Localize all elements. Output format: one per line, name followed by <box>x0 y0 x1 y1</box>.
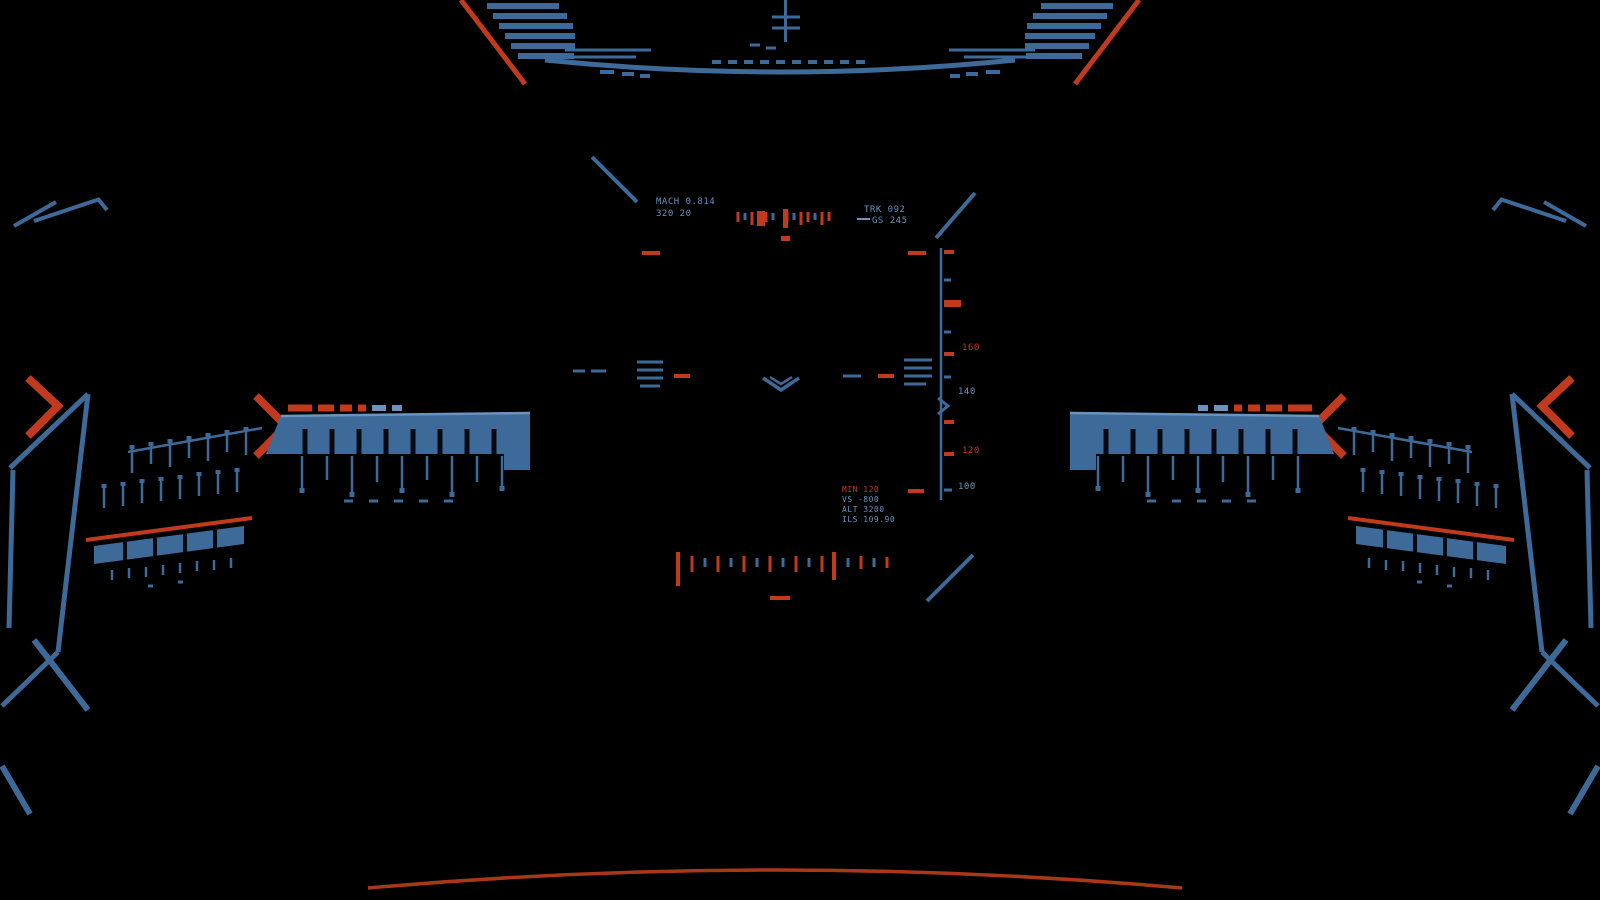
bottom-scale-red-ticks <box>690 556 889 572</box>
hud-readout-line-3: ALT 3200 <box>842 505 885 514</box>
top-corner-marker <box>13 197 109 228</box>
mach-readout: MACH 0.814 <box>656 197 716 207</box>
altitude-ticks-red <box>944 250 954 456</box>
side-console <box>85 393 531 588</box>
hud-readout-line-4: ILS 109.90 <box>842 515 896 524</box>
attitude-ladder <box>573 358 932 393</box>
hud-readout-line-2: VS -800 <box>842 495 880 504</box>
console-lower-separators <box>123 530 217 560</box>
heading-red-block <box>757 211 765 226</box>
flight-path-chevron-inner <box>769 375 793 386</box>
slope-gauges-row1 <box>130 429 248 473</box>
overhead-panel-left <box>459 0 651 86</box>
console-lower-band <box>94 526 244 564</box>
ladder-left-stack <box>637 360 663 388</box>
overhead-panel-center <box>544 0 1016 75</box>
heading-center-tick <box>783 209 788 228</box>
altitude-red-block <box>944 300 961 307</box>
heading-ticks-minor <box>743 213 817 220</box>
overhead-small-marks <box>750 43 776 50</box>
console-needle-gauges <box>300 456 504 492</box>
ladder-right-stack <box>904 358 932 386</box>
alt-label-140: 140 <box>958 387 976 397</box>
bottom-scale-blue-ticks <box>703 558 876 567</box>
overhead-bottom-arc <box>544 57 1016 75</box>
overhead-center-instrument <box>772 0 800 42</box>
groundspeed-readout: GS 245 <box>872 216 908 226</box>
bottom-scale <box>676 552 889 600</box>
slope-gauges-row2 <box>102 470 239 508</box>
hud-readout-line-1: MIN 120 <box>842 485 880 494</box>
alt-label-120: 120 <box>962 446 980 456</box>
dashboard-arc <box>367 868 1183 890</box>
overhead-thin-lines <box>565 48 651 59</box>
altitude-ticks-blue <box>944 278 952 492</box>
alt-label-160: 160 <box>962 343 980 353</box>
console-needle-tips <box>299 486 505 497</box>
strut-red-chevron <box>25 375 64 439</box>
heading-sub-readout: 320 20 <box>656 209 692 219</box>
canopy-strut <box>0 375 91 816</box>
overhead-tick-marks <box>600 70 650 78</box>
heading-tape <box>642 209 926 255</box>
console-band-block <box>504 454 530 470</box>
console-lower-ticks <box>110 558 233 580</box>
slope-gauges-row1-caps <box>129 427 249 449</box>
overhead-red-edge <box>459 0 527 86</box>
corner-chevron-lines <box>13 197 109 228</box>
cockpit-right-side <box>949 0 1598 814</box>
cockpit-left-side <box>0 0 651 816</box>
console-lower-red-edge <box>85 516 253 542</box>
console-band-highlight <box>280 411 531 418</box>
altitude-pointer-chevron <box>937 396 951 416</box>
flight-path-chevron-outer <box>762 376 800 393</box>
slope-rail <box>127 426 263 454</box>
console-lower-dots <box>148 580 183 588</box>
altitude-tape <box>908 248 961 500</box>
hud-corner-brackets <box>590 155 977 603</box>
lower-corner-diagonals <box>0 638 91 816</box>
strut-lines <box>0 392 91 708</box>
slope-gauges-row2-caps <box>101 468 240 488</box>
console-band-separators <box>302 429 497 454</box>
alt-label-100: 100 <box>958 482 976 492</box>
track-readout: TRK 092 <box>864 205 906 215</box>
overhead-vent-bars <box>487 3 575 59</box>
bottom-scale-tall-ticks <box>676 552 836 586</box>
heading-caret-marker <box>781 236 790 241</box>
